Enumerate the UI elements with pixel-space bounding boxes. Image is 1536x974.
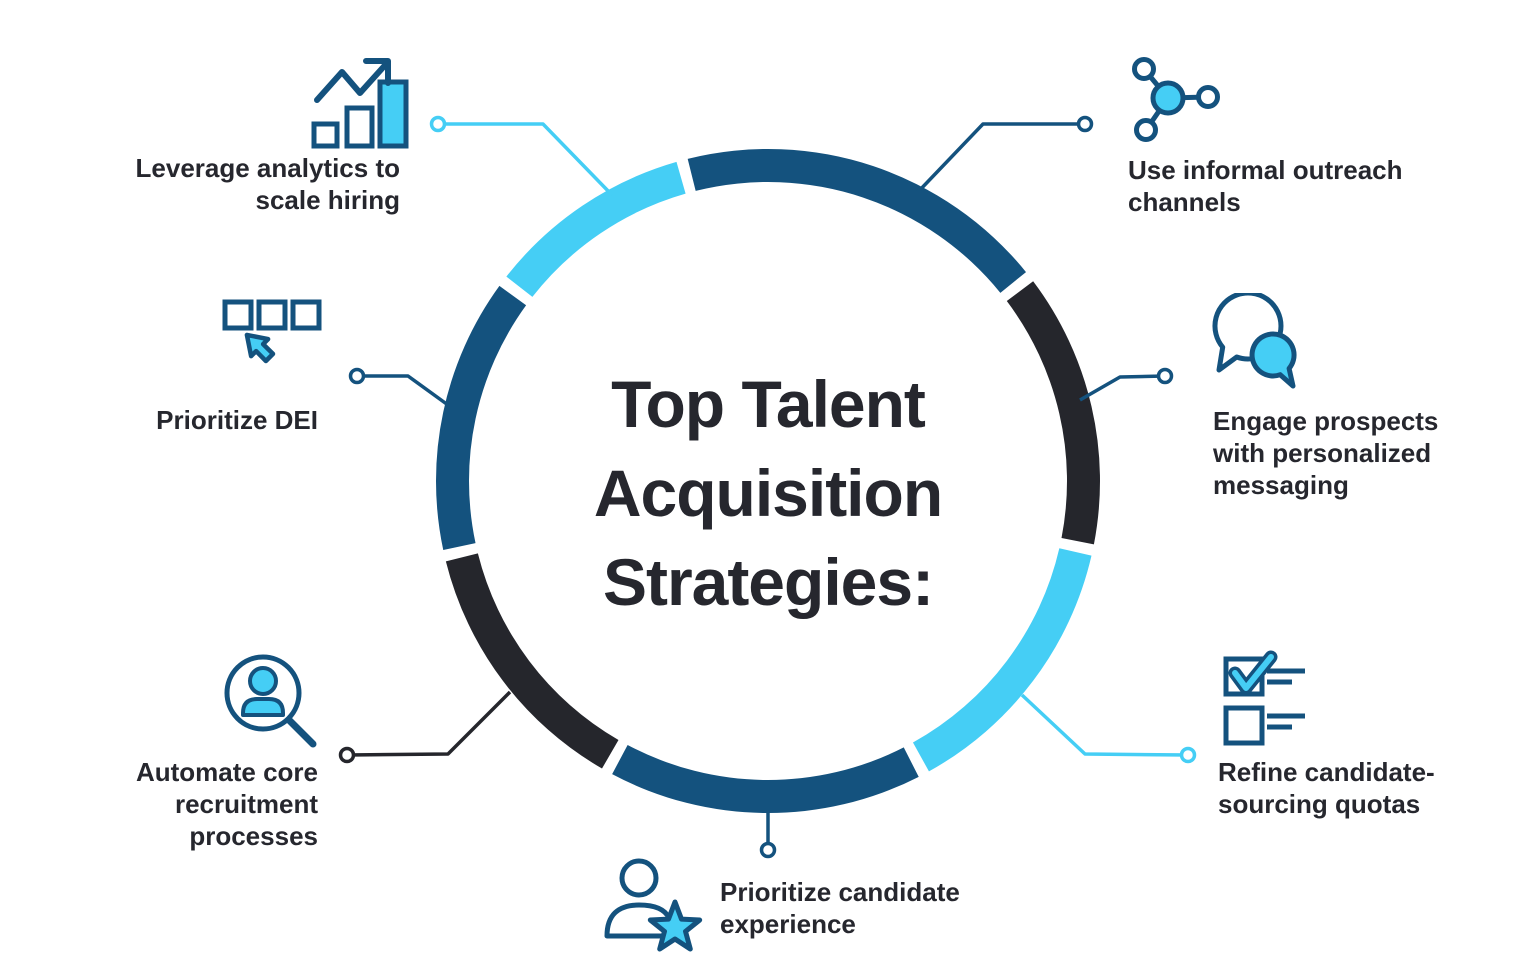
item-label: Use informal outreach channels — [1128, 155, 1403, 217]
connector-node — [1076, 115, 1094, 133]
ring-segment — [687, 148, 1027, 293]
connector-line — [1079, 374, 1166, 402]
title-line: Strategies: — [602, 545, 934, 619]
chat-bubbles-icon — [1212, 293, 1297, 389]
ring-segment — [445, 553, 619, 769]
connector-node — [1179, 746, 1197, 764]
checklist-icon — [1223, 650, 1305, 746]
item-label: Prioritize DEI — [156, 405, 318, 435]
connector-line — [915, 122, 1085, 195]
cursor-squares-icon — [222, 299, 322, 364]
ring-segment — [1006, 281, 1100, 545]
item-label: Automate core recruitment processes — [135, 757, 318, 851]
network-nodes-icon — [1132, 57, 1220, 142]
connector-node — [1156, 367, 1174, 385]
ring-segment — [436, 285, 527, 551]
page-title: Top Talent Acquisition Strategies: — [388, 360, 1148, 627]
connector-line — [346, 690, 512, 757]
connector-node — [338, 746, 356, 764]
connector-node — [759, 841, 777, 859]
title-line: Acquisition — [593, 456, 943, 530]
person-magnifier-icon — [224, 654, 317, 748]
connector-line — [1020, 693, 1189, 757]
item-label: Prioritize candidate experience — [720, 877, 960, 939]
title-line: Top Talent — [611, 367, 926, 441]
connector-line — [357, 374, 450, 407]
connector-node — [429, 115, 447, 133]
ring-segment — [912, 548, 1092, 772]
person-star-icon — [604, 858, 703, 952]
item-label: Refine candidate- sourcing quotas — [1218, 757, 1435, 819]
bar-chart-growth-icon — [311, 58, 409, 149]
ring-segment — [612, 745, 919, 813]
ring-segment — [506, 161, 686, 297]
item-label: Engage prospects with personalized messa… — [1213, 406, 1439, 500]
connector-node — [348, 367, 366, 385]
connector-line — [438, 122, 614, 197]
item-label: Leverage analytics to scale hiring — [135, 153, 400, 215]
